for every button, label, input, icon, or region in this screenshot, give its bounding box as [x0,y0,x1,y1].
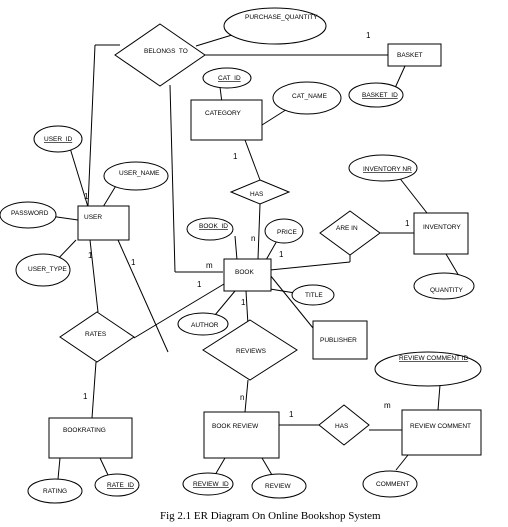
attr-comment-label: COMMENT [376,481,410,488]
entity-bookrating-label: BOOKRATING [63,427,106,434]
entity-category-label: CATEGORY [205,110,242,117]
attr-cat-name-label: CAT_NAME [292,93,328,100]
entity-user [77,205,130,241]
rel-rates [59,311,135,363]
attr-basket-id [348,82,404,108]
attr-user-type [15,253,71,287]
attr-comment [362,470,418,498]
rel-rates-label: RATES [85,331,107,338]
card-inventory-1: 1 [405,219,410,228]
figure-caption: Fig 2.1 ER Diagram On Online Bookshop Sy… [160,510,381,522]
attr-review-id [182,472,234,496]
entity-category [190,99,263,141]
entity-labels: USER BASKET CATEGORY BOOK INVENTORY PUBL… [63,52,471,434]
attr-rate-id [94,473,140,497]
attr-cat-name [272,81,342,115]
attr-title-label: TITLE [305,292,323,299]
attr-rate-id-label: RATE_ID [107,482,134,489]
attr-quantity [413,272,475,300]
rel-are-in [319,210,381,256]
rel-reviews-label: REVIEWS [236,348,267,355]
attr-review [251,473,307,499]
attr-cat-id-label: CAT_ID [218,75,241,82]
attr-inventory-nr-label: INVENTORY NR [363,166,412,173]
attr-rating-label: RATING [43,488,67,495]
entity-inventory-label: INVENTORY [423,224,461,231]
attr-title [291,284,335,306]
card-book-review-1: 1 [289,410,294,419]
entity-basket-label: BASKET [397,52,423,59]
entity-publisher [312,320,368,360]
card-book-has-n: n [251,234,255,243]
rel-has-comment-label: HAS [335,423,349,430]
card-book-m: m [206,261,213,270]
card-book-1: 1 [197,280,202,289]
attr-book-id [186,217,234,241]
attr-user-name-label: USER_NAME [119,170,160,177]
rel-reviews [202,319,298,381]
entity-book-label: BOOK [235,269,254,276]
attr-price-label: PRICE [277,229,298,236]
rel-belongs-to-label: BELONGS TO [144,48,188,55]
entity-book-review-label: BOOK REVIEW [212,423,259,430]
card-category-1: 1 [233,152,238,161]
attr-author [177,312,229,336]
attr-author-label: AUTHOR [191,322,219,329]
relationship-labels: BELONGS TO HAS ARE IN RATES REVIEWS HAS [85,48,358,430]
entity-inventory [413,212,469,255]
rel-has-comment [318,404,370,446]
attr-password [0,201,57,229]
attr-user-type-label: USER_TYPE [28,266,67,273]
attr-user-id-label: USER_ID [44,136,72,143]
card-user-reviews-1: 1 [131,258,136,267]
connector-lines [49,34,460,480]
relationships [59,23,381,446]
attr-purchase-quantity [223,7,327,45]
entities [48,43,482,459]
cardinality-labels: 1 1 1 n m 1 1 1 1 1 1 1 n 1 m [83,31,410,419]
entity-bookrating [48,417,133,459]
card-review-comment-m: m [384,401,391,410]
entity-book-review [203,411,280,459]
rel-has-category-label: HAS [250,191,264,198]
attr-price [264,218,304,244]
card-book-price-1: 1 [279,250,284,259]
attr-review-id-label: REVIEW_ID [193,481,229,488]
card-book-review-n: n [240,393,244,402]
entity-user-label: USER [84,214,102,221]
card-book-reviews-1: 1 [241,298,246,307]
attr-user-name [103,161,169,191]
attr-purchase-quantity-label: PURCHASE_QUANTITY [245,14,318,21]
entity-publisher-label: PUBLISHER [320,337,357,344]
rel-are-in-label: ARE IN [336,225,358,232]
card-basket-1: 1 [366,31,371,40]
card-user-rates-1: 1 [88,251,93,260]
attr-password-label: PASSWORD [11,210,49,217]
attr-quantity-label: QUANTITY [430,287,464,294]
entity-book [223,258,272,292]
attr-book-id-label: BOOK_ID [199,223,228,230]
attr-review-label: REVIEW [265,483,292,490]
attr-cat-id [202,67,252,89]
rel-belongs-to [114,23,206,87]
attributes [0,7,482,504]
attr-basket-id-label: BASKET_ID [362,92,398,99]
entity-review-comment [401,409,482,456]
entity-review-comment-label: REVIEW COMMENT [410,423,471,430]
card-user-belongs-1: 1 [84,192,89,201]
attribute-labels: PURCHASE_QUANTITY CAT_ID CAT_NAME BASKET… [11,14,469,495]
attr-user-id [33,125,83,153]
card-bookrating-1: 1 [83,392,88,401]
rel-has-category [229,179,291,205]
attr-inventory-nr [348,154,418,182]
attr-review-comment-id [374,351,482,387]
attr-rating [27,478,83,504]
entity-basket [387,43,442,67]
attr-review-comment-id-label: REVIEW COMMENT ID [399,355,469,362]
